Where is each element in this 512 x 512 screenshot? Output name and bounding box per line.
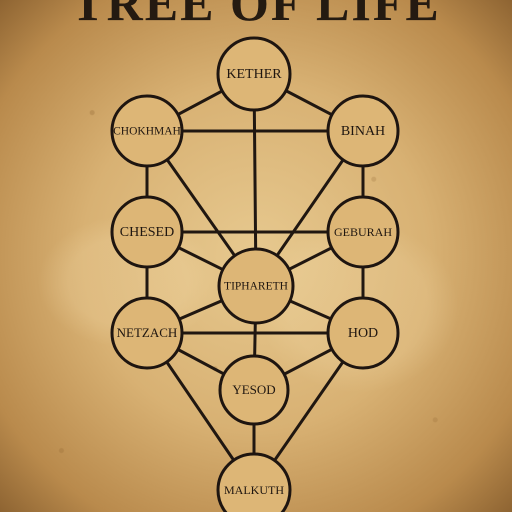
- sephirah-binah: BINAH: [326, 94, 400, 168]
- sephirah-label-binah: BINAH: [341, 124, 385, 139]
- sephirah-label-yesod: YESOD: [232, 382, 275, 397]
- sephirah-label-hod: HOD: [348, 326, 378, 341]
- sephirah-label-chokhmah: CHOKHMAH: [113, 126, 181, 138]
- sephirah-circle-kether: [216, 36, 292, 112]
- sephirah-kether: KETHER: [216, 36, 292, 112]
- sephirah-chesed: CHESED: [110, 195, 184, 269]
- sephirah-label-netzach: NETZACH: [117, 325, 178, 340]
- sephirah-label-geburah: GEBURAH: [334, 225, 392, 239]
- sephirah-label-chesed: CHESED: [120, 225, 174, 240]
- page-title: TREE OF LIFE: [71, 0, 441, 31]
- sephirah-circle-yesod: [218, 354, 290, 426]
- sephirah-circle-chokhmah: [110, 94, 184, 168]
- sephirah-circle-tiphareth: [217, 247, 295, 325]
- sephirah-geburah: GEBURAH: [326, 195, 400, 269]
- sephirah-label-tiphareth: TIPHARETH: [224, 281, 288, 293]
- sephirah-chokhmah: CHOKHMAH: [110, 94, 184, 168]
- sephirah-yesod: YESOD: [218, 354, 290, 426]
- sephirah-label-malkuth: MALKUTH: [224, 483, 284, 497]
- sephirah-malkuth: MALKUTH: [216, 452, 292, 512]
- sephirah-label-kether: KETHER: [226, 67, 282, 82]
- sephirot-layer: KETHER CHOKHMAH BINAH CHESED GEBURAH TIPHARET…: [110, 36, 400, 512]
- sephirah-circle-malkuth: [216, 452, 292, 512]
- sephirah-circle-netzach: [110, 296, 184, 370]
- sephirah-circle-geburah: [326, 195, 400, 269]
- sephirah-circle-chesed: [110, 195, 184, 269]
- sephirah-circle-hod: [326, 296, 400, 370]
- sephirah-tiphareth: TIPHARETH: [217, 247, 295, 325]
- sephirah-netzach: NETZACH: [110, 296, 184, 370]
- sephirah-circle-binah: [326, 94, 400, 168]
- sephirah-hod: HOD: [326, 296, 400, 370]
